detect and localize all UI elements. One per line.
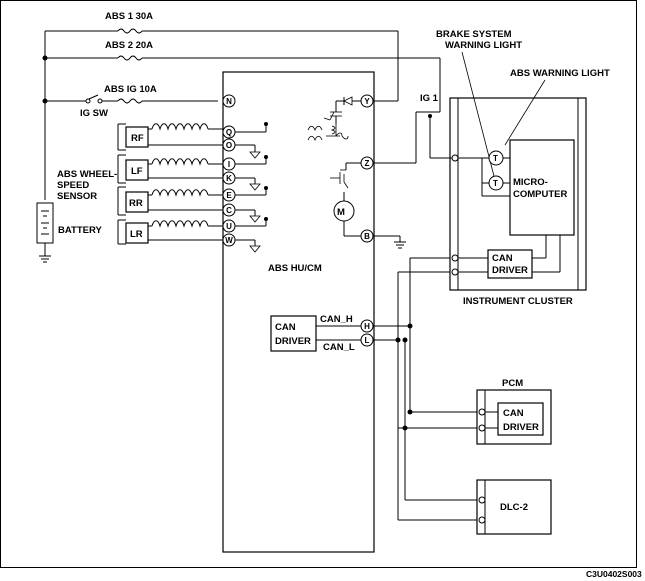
terminal-e-label: E	[226, 191, 232, 200]
fuse-lines	[44, 28, 441, 200]
sensor-lf-wiring	[117, 154, 224, 184]
sensor-lf-label: LF	[131, 166, 143, 177]
junction-dot	[42, 98, 48, 104]
terminal-l	[360, 333, 374, 347]
fuse-abs2-label: ABS 2 20A	[105, 40, 153, 51]
cluster-can-driver-line1: CAN	[492, 253, 513, 264]
abs-warning-light-bulb	[488, 150, 504, 166]
sensor-lr-label: LR	[130, 229, 143, 240]
cluster-internal-wiring	[458, 157, 561, 273]
abs-ground-b	[374, 235, 406, 249]
junction-dot	[402, 425, 408, 431]
can-h-label: CAN_H	[320, 314, 353, 325]
diagram-code: C3U0402S003	[586, 569, 642, 579]
sensor-rr-wiring	[117, 186, 224, 216]
sensor-rf	[125, 126, 149, 148]
terminal-l-label: L	[365, 336, 370, 345]
sensor-title-line1: ABS WHEEL-	[57, 169, 117, 180]
micro-computer	[509, 139, 575, 236]
brake-light-label-line2: WARNING LIGHT	[445, 40, 522, 51]
sensor-lr-wiring	[117, 219, 224, 245]
abs-light-leader	[504, 79, 546, 146]
fuse-absig-label: ABS IG 10A	[104, 84, 157, 95]
pcm-connector	[478, 424, 486, 432]
junction-dot	[407, 409, 413, 415]
terminal-n-label: N	[226, 97, 232, 106]
pcm-title: PCM	[502, 378, 523, 389]
pcm-connector	[478, 408, 486, 416]
cluster-connector	[451, 154, 459, 162]
junction-dot	[42, 55, 48, 61]
abs-module-title: ABS HU/CM	[268, 263, 322, 274]
dlc2-label: DLC-2	[500, 502, 528, 513]
cluster-can-driver-line2: DRIVER	[492, 265, 528, 276]
terminal-h	[360, 319, 374, 333]
can-l-label: CAN_L	[323, 342, 355, 353]
ig-sw-label: IG SW	[80, 108, 108, 119]
dlc2-connector	[476, 479, 552, 535]
sensor-rf-wiring	[117, 123, 224, 151]
terminal-z-label: Z	[365, 159, 370, 168]
micro-computer-line1: MICRO-	[513, 177, 548, 188]
ig1-wiring	[428, 114, 452, 159]
sensor-lf	[125, 159, 149, 181]
abs-right-terminals	[360, 94, 374, 243]
can-bus-wiring	[374, 257, 477, 521]
cluster-connector	[451, 254, 459, 262]
terminal-i-label: I	[228, 160, 230, 169]
frame-border	[0, 0, 637, 568]
bulb-glyph: T	[493, 179, 498, 188]
abs-can-driver-line2: DRIVER	[275, 336, 311, 347]
motor-symbol-label: M	[337, 207, 345, 218]
junction-dot	[395, 337, 401, 343]
sensor-rf-label: RF	[131, 133, 144, 144]
abs-internal-shields	[235, 122, 268, 253]
sensor-rr-label: RR	[129, 198, 143, 209]
pcm-can-driver	[497, 402, 544, 436]
cluster-can-driver	[487, 249, 533, 279]
bulb-glyph: T	[493, 154, 498, 163]
terminal-w-label: W	[225, 236, 233, 245]
abs-left-terminals	[222, 94, 236, 247]
junction-dot	[407, 323, 413, 329]
abs-hucm-module	[222, 71, 375, 553]
pcm-can-driver-line1: CAN	[503, 408, 524, 419]
sensor-title-line2: SPEED	[57, 180, 89, 191]
abs-internal-relays	[307, 96, 361, 237]
micro-computer-line2: COMPUTER	[513, 189, 568, 200]
dlc-connector-pin	[478, 496, 486, 504]
terminal-h-label: H	[364, 322, 370, 331]
abs-can-driver-line1: CAN	[275, 322, 296, 333]
abs-can-driver	[270, 315, 317, 352]
pcm-can-driver-line2: DRIVER	[503, 422, 539, 433]
ig1-label: IG 1	[420, 93, 439, 104]
sensor-lr	[125, 222, 149, 244]
terminal-k-label: K	[226, 174, 232, 183]
fuse-abs1-label: ABS 1 30A	[105, 11, 153, 22]
abs-light-label: ABS WARNING LIGHT	[510, 68, 610, 79]
terminal-o-label: O	[226, 141, 232, 150]
terminal-q-label: Q	[226, 128, 232, 137]
terminal-u-label: U	[226, 222, 232, 231]
terminal-c-label: C	[226, 206, 232, 215]
sensor-rr	[125, 191, 149, 213]
battery-label: BATTERY	[58, 225, 102, 236]
terminal-y-label: Y	[364, 97, 370, 106]
brake-warning-light-bulb	[488, 175, 504, 191]
brake-light-label-line1: BRAKE SYSTEM	[436, 29, 512, 40]
terminal-b-label: B	[364, 232, 370, 241]
battery-symbol	[36, 202, 54, 263]
cluster-title: INSTRUMENT CLUSTER	[463, 296, 573, 307]
dlc-connector-pin	[478, 516, 486, 524]
sensor-title-line3: SENSOR	[57, 191, 97, 202]
cluster-connector	[451, 268, 459, 276]
junction-dot	[402, 337, 408, 343]
